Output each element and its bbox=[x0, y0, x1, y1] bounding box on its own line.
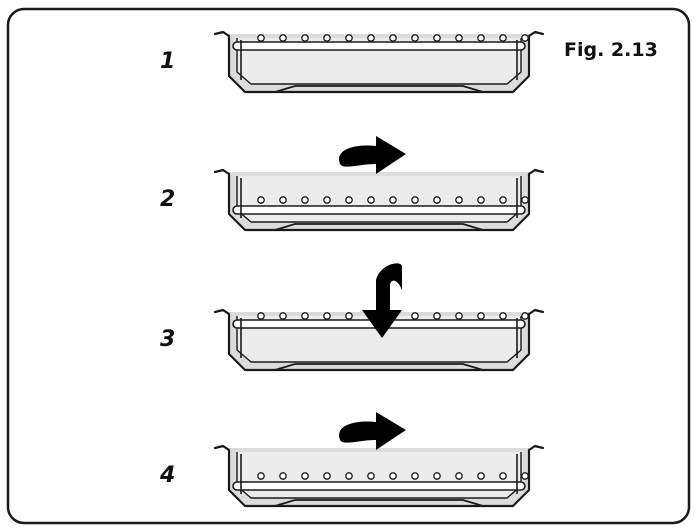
figure-frame bbox=[6, 7, 691, 525]
tray-step-1: 1 bbox=[160, 30, 545, 94]
rail-hole bbox=[499, 472, 507, 480]
rail-hole bbox=[499, 312, 507, 320]
rail-hole bbox=[345, 312, 353, 320]
rail-hole bbox=[477, 312, 485, 320]
tray-base bbox=[274, 85, 484, 93]
rail-hole bbox=[411, 196, 419, 204]
rail-hole bbox=[279, 472, 287, 480]
flip-arrow-icon bbox=[362, 263, 402, 338]
rail-hole bbox=[345, 34, 353, 42]
tray-step-2: 2 bbox=[160, 136, 545, 232]
rail-hole bbox=[323, 196, 331, 204]
rail-hole bbox=[323, 34, 331, 42]
rail-hole bbox=[477, 196, 485, 204]
rail-hole bbox=[389, 472, 397, 480]
rail-hole bbox=[411, 312, 419, 320]
rail-hole bbox=[499, 196, 507, 204]
rail-hole bbox=[455, 472, 463, 480]
steps: 1 2 3 4 bbox=[159, 30, 545, 508]
rail-hole bbox=[257, 312, 265, 320]
rail-hole bbox=[455, 312, 463, 320]
step-number: 2 bbox=[160, 187, 175, 212]
rail-hole bbox=[367, 34, 375, 42]
tray-base bbox=[274, 499, 484, 507]
rail-hole bbox=[301, 312, 309, 320]
step-number: 3 bbox=[160, 327, 175, 352]
rail-hole bbox=[521, 34, 529, 42]
rail-hole bbox=[433, 312, 441, 320]
rail-hole bbox=[257, 196, 265, 204]
rail-hole bbox=[477, 472, 485, 480]
rail-hole bbox=[433, 34, 441, 42]
rail-hole bbox=[411, 34, 419, 42]
step-number: 4 bbox=[159, 463, 175, 488]
rail-hole bbox=[323, 312, 331, 320]
rail-hole bbox=[521, 312, 529, 320]
tray-base bbox=[274, 363, 484, 371]
tray-rail bbox=[232, 205, 526, 215]
rail-hole bbox=[411, 472, 419, 480]
rotate-arrow-icon bbox=[339, 136, 406, 174]
tray-rail bbox=[232, 41, 526, 51]
rail-hole bbox=[521, 472, 529, 480]
tray-rail bbox=[232, 481, 526, 491]
rail-hole bbox=[433, 196, 441, 204]
rail-hole bbox=[345, 196, 353, 204]
rail-hole bbox=[455, 34, 463, 42]
rotate-arrow-icon bbox=[339, 412, 406, 450]
rail-hole bbox=[367, 196, 375, 204]
rail-hole bbox=[301, 196, 309, 204]
rail-hole bbox=[301, 472, 309, 480]
rail-hole bbox=[345, 472, 353, 480]
rail-hole bbox=[521, 196, 529, 204]
rail-hole bbox=[389, 34, 397, 42]
tray-base bbox=[274, 223, 484, 231]
tray-step-4: 4 bbox=[159, 412, 545, 508]
rail-hole bbox=[477, 34, 485, 42]
rail-hole bbox=[499, 34, 507, 42]
rail-hole bbox=[433, 472, 441, 480]
rail-hole bbox=[389, 196, 397, 204]
rail-hole bbox=[279, 196, 287, 204]
rail-hole bbox=[367, 472, 375, 480]
rail-hole bbox=[279, 34, 287, 42]
rail-hole bbox=[455, 196, 463, 204]
rail-hole bbox=[301, 34, 309, 42]
rail-hole bbox=[257, 34, 265, 42]
step-number: 1 bbox=[160, 49, 175, 74]
rail-hole bbox=[257, 472, 265, 480]
rail-hole bbox=[279, 312, 287, 320]
rail-hole bbox=[323, 472, 331, 480]
figure-label: Fig. 2.13 bbox=[564, 39, 658, 61]
tray-step-3: 3 bbox=[160, 263, 545, 372]
